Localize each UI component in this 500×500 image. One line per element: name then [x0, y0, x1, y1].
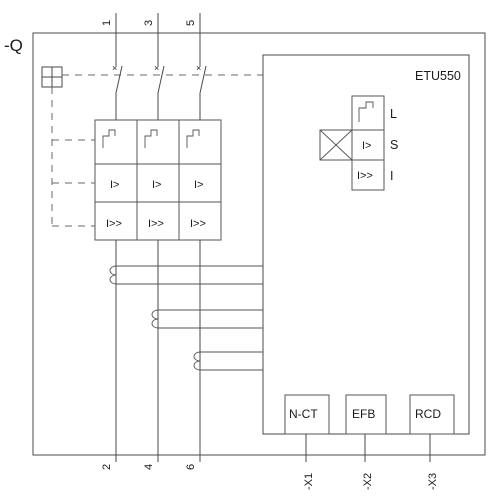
pole-3: 5 × I> I>> 6	[178, 13, 222, 470]
function-l-box	[351, 95, 385, 131]
latch-symbol-icon	[186, 129, 200, 148]
switch-contact	[199, 65, 207, 94]
terminal-x3-label: -X3	[427, 473, 439, 490]
trip-unit-functions: I> I>> L S I	[319, 95, 398, 191]
device-designation: -Q	[4, 36, 23, 55]
output-module-rcd: RCD	[409, 394, 455, 462]
current-transformer-3	[193, 351, 263, 371]
short-circuit-release-label: I>>	[190, 218, 206, 230]
overload-release-label: I>	[110, 179, 119, 191]
pole-2: 3 × I> I>> 4	[136, 13, 180, 470]
terminal-label-top: 5	[185, 20, 197, 26]
function-s-box	[351, 129, 385, 161]
switch-contact	[157, 65, 165, 94]
terminal-x1-label: -X1	[303, 473, 315, 490]
overload-release-label: I>	[194, 179, 203, 191]
output-label: EFB	[352, 407, 375, 421]
latch-symbol-icon	[144, 129, 158, 148]
function-s-symbol: I>	[362, 140, 371, 152]
function-l-label: L	[390, 107, 397, 121]
terminal-x2-label: -X2	[362, 473, 374, 490]
terminal-label-top: 1	[101, 20, 113, 26]
contact-cross-icon: ×	[112, 63, 117, 73]
switch-contact	[115, 65, 123, 94]
function-i-symbol: I>>	[357, 170, 373, 182]
latch-symbol-icon	[358, 101, 374, 122]
current-transformer-1	[109, 265, 263, 285]
pole-1: 1 × I> I>> 2	[94, 13, 138, 470]
output-module-efb: EFB	[345, 394, 387, 462]
terminal-label-bottom: 4	[143, 464, 155, 470]
terminal-label-bottom: 6	[185, 464, 197, 470]
short-circuit-release-label: I>>	[148, 218, 164, 230]
output-module-nct: N-CT	[284, 394, 330, 462]
contact-cross-icon: ×	[154, 63, 159, 73]
function-s-label: S	[390, 138, 398, 152]
device-enclosure	[32, 32, 486, 456]
latch-symbol-icon	[102, 129, 116, 148]
trip-unit-name: ETU550	[415, 69, 461, 83]
output-label: RCD	[415, 407, 441, 421]
overload-release-label: I>	[152, 179, 161, 191]
function-i-label: I	[390, 169, 393, 183]
output-label: N-CT	[289, 407, 318, 421]
function-i-box	[351, 159, 385, 191]
terminal-label-top: 3	[143, 20, 155, 26]
contact-cross-icon: ×	[196, 63, 201, 73]
short-circuit-release-label: I>>	[106, 218, 122, 230]
operating-mechanism-symbol	[41, 66, 63, 88]
terminal-label-bottom: 2	[101, 464, 113, 470]
current-transformer-2	[151, 309, 263, 329]
